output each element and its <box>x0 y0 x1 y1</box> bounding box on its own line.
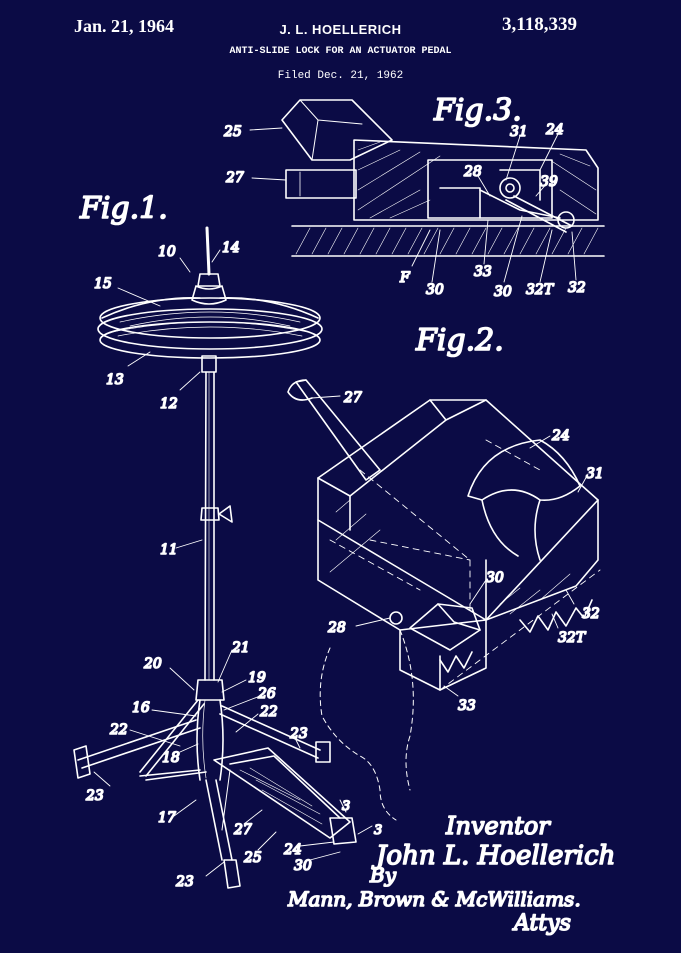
label-33-fig2: 33 <box>458 698 476 714</box>
label-23-right: 23 <box>289 726 308 742</box>
patent-header: Jan. 21, 1964 J. L. HOELLERICH 3,118,339… <box>0 0 681 100</box>
label-10: 10 <box>158 244 176 260</box>
label-28-fig2: 28 <box>327 620 346 636</box>
label-31-fig3: 31 <box>510 124 528 140</box>
label-12: 12 <box>160 396 178 412</box>
fig2-perspective-view: 27 24 31 30 32 32T 28 33 Fig.2. <box>287 322 605 821</box>
label-18: 18 <box>162 750 180 766</box>
label-27-fig3: 27 <box>225 170 244 186</box>
label-20: 20 <box>143 656 162 672</box>
label-19: 19 <box>248 670 266 686</box>
label-27-fig1: 27 <box>233 822 252 838</box>
filed-date: Filed Dec. 21, 1962 <box>277 70 404 82</box>
label-27-fig2: 27 <box>343 390 362 406</box>
label-24-fig1: 24 <box>283 842 302 858</box>
label-3-a: 3 <box>342 799 350 814</box>
label-33-fig3: 33 <box>474 264 492 280</box>
label-11: 11 <box>160 542 178 558</box>
patent-title: ANTI-SLIDE LOCK FOR AN ACTUATOR PEDAL <box>229 46 452 57</box>
label-F: F <box>399 270 411 286</box>
attorneys-signature: Mann, Brown & McWilliams. <box>287 887 581 911</box>
label-25-fig3: 25 <box>223 124 242 140</box>
label-22-left: 22 <box>109 722 128 738</box>
label-30-fig1: 30 <box>294 858 312 874</box>
label-15: 15 <box>94 276 112 292</box>
label-32-fig2: 32 <box>582 606 600 622</box>
label-30-fig2: 30 <box>486 570 504 586</box>
label-21: 21 <box>231 640 250 656</box>
label-30-fig3-b: 30 <box>494 284 512 300</box>
label-14: 14 <box>222 240 240 256</box>
label-32T-fig3: 32T <box>526 282 555 298</box>
label-39: 39 <box>540 174 558 190</box>
label-23-left: 23 <box>85 788 104 804</box>
label-23-bottom: 23 <box>175 874 194 890</box>
label-32T-fig2: 32T <box>558 630 587 646</box>
label-16: 16 <box>132 700 150 716</box>
label-3-b: 3 <box>374 823 382 838</box>
inventor-heading: Inventor <box>445 812 551 840</box>
fig3-section-view: 25 27 28 31 24 39 F 30 33 30 32T 32 Fig.… <box>222 92 605 301</box>
label-22-right: 22 <box>259 704 278 720</box>
label-24-fig2: 24 <box>551 428 570 444</box>
label-26: 26 <box>257 686 276 702</box>
patent-date: Jan. 21, 1964 <box>74 16 175 36</box>
fig1-title: Fig.1. <box>79 191 168 226</box>
label-13: 13 <box>106 372 124 388</box>
by-label: By <box>369 863 397 887</box>
label-24-fig3: 24 <box>545 122 564 138</box>
label-30-fig3-a: 30 <box>426 282 444 298</box>
label-17: 17 <box>158 810 176 826</box>
label-28-fig3: 28 <box>463 164 482 180</box>
fig2-title: Fig.2. <box>415 323 504 358</box>
attys-label: Attys <box>512 911 571 936</box>
signature-block: Inventor John L. Hoellerich By Mann, Bro… <box>286 811 616 937</box>
label-32-fig3: 32 <box>568 280 586 296</box>
label-25-fig1: 25 <box>243 850 262 866</box>
label-31-fig2: 31 <box>586 466 604 482</box>
fig3-title: Fig.3. <box>433 93 522 128</box>
inventor-name: J. L. HOELLERICH <box>279 22 402 37</box>
fig1-hihat-stand: 10 14 15 13 12 11 20 21 19 16 26 22 22 1… <box>73 190 383 891</box>
patent-number: 3,118,339 <box>502 14 577 35</box>
inventor-signature: John L. Hoellerich <box>371 841 615 871</box>
